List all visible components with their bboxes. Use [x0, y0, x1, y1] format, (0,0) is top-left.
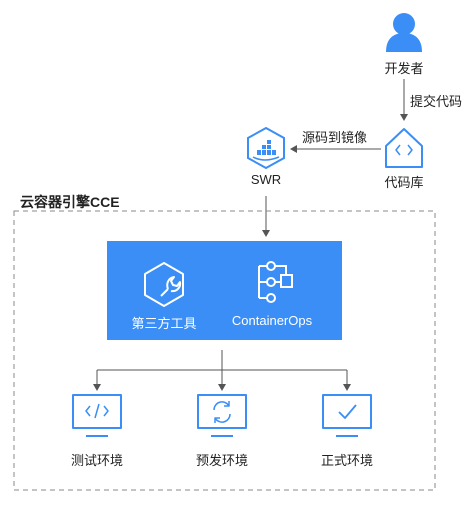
code-repo-icon: [385, 128, 423, 168]
env-staging-label: 预发环境: [195, 453, 248, 468]
cluster-title: 云容器引擎CCE: [20, 194, 120, 210]
tool-label: 第三方工具: [131, 316, 197, 331]
ops-label: ContainerOps: [231, 313, 313, 328]
sync-label: 源码到镜像: [302, 130, 368, 145]
tools-panel: [107, 241, 342, 340]
env-production-label: 正式环境: [320, 453, 373, 468]
monitor-check-icon: [322, 394, 372, 437]
wrench-icon: [144, 262, 184, 307]
cluster-boundary: [13, 210, 436, 491]
submit-code-label: 提交代码: [410, 94, 463, 109]
deploy-arrows: [93, 350, 351, 391]
repo-label: 代码库: [384, 175, 424, 190]
swr-label: SWR: [250, 172, 282, 187]
monitor-refresh-icon: [197, 394, 247, 437]
developer-label: 开发者: [384, 61, 424, 76]
monitor-code-icon: [72, 394, 122, 437]
user-icon: [386, 13, 422, 52]
pipeline-icon: [258, 261, 293, 303]
env-test-label: 测试环境: [70, 453, 123, 468]
container-registry-icon: [247, 126, 285, 170]
